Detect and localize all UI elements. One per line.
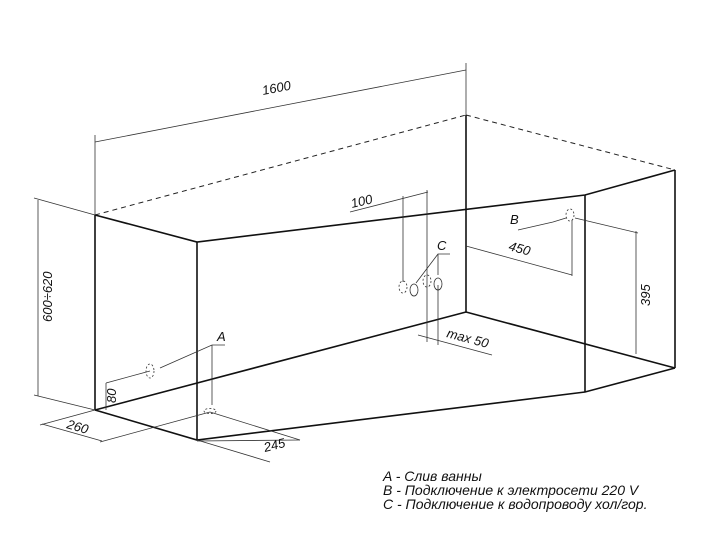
drain-overflow-hole bbox=[145, 363, 155, 379]
legend-item-a: A - Слив ванны bbox=[383, 468, 482, 484]
marker-a: A bbox=[216, 329, 226, 344]
drain-offset-2-label: 245 bbox=[261, 435, 287, 455]
water-spacing-label: max 50 bbox=[445, 325, 491, 351]
water-inlet-2 bbox=[409, 283, 419, 297]
power-offset-label: 450 bbox=[507, 238, 533, 258]
length-label: 1600 bbox=[261, 78, 293, 98]
drain-offset-label: 260 bbox=[64, 416, 91, 437]
marker-c: C bbox=[437, 238, 447, 253]
power-marker: B 450 395 bbox=[465, 208, 653, 354]
water-offset-label: 100 bbox=[349, 191, 374, 211]
water-inlet-1 bbox=[398, 280, 408, 294]
drain-height-label: 80 bbox=[104, 388, 119, 403]
water-inlet-3 bbox=[422, 274, 432, 288]
dimension-drain-245: 245 bbox=[196, 411, 301, 463]
legend: A - Слив ванны B - Подключение к электро… bbox=[383, 469, 647, 511]
drain-hole bbox=[203, 408, 217, 414]
dimension-length: 1600 bbox=[94, 63, 467, 215]
legend-item-c: C - Подключение к водопроводу хол/гор. bbox=[383, 496, 648, 512]
drain-marker: 80 A bbox=[104, 329, 226, 414]
marker-b: B bbox=[510, 212, 519, 227]
height-label: 600÷620 bbox=[40, 271, 55, 322]
legend-item-b: B - Подключение к электросети 220 V bbox=[383, 482, 639, 498]
dimension-drain-260: 260 bbox=[39, 409, 211, 443]
power-height-label: 395 bbox=[638, 284, 653, 306]
power-outlet bbox=[565, 208, 575, 222]
bathtub-outline bbox=[94, 114, 676, 441]
dimension-height: 600÷620 bbox=[33, 197, 96, 411]
